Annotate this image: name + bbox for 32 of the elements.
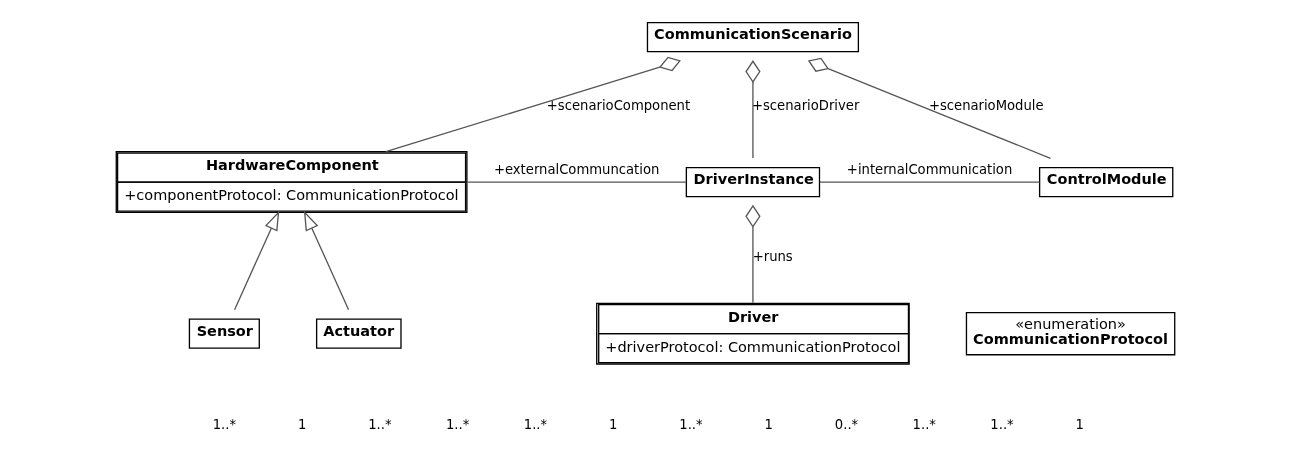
arrow <box>233 210 280 311</box>
edge-label: +scenarioComponent <box>546 97 691 113</box>
label: 1..* <box>990 417 1014 433</box>
label: 1 <box>609 417 618 433</box>
connector <box>745 60 761 159</box>
node-box: Sensor <box>188 318 260 349</box>
label: 1 <box>764 417 773 433</box>
label: 0..* <box>834 417 859 433</box>
edge-label: +internalCommunication <box>846 162 1013 178</box>
edge-label: +scenarioModule <box>928 97 1044 113</box>
node-box: ControlModule <box>1038 166 1174 198</box>
edge-label: +runs <box>752 249 793 265</box>
label: 1..* <box>523 417 548 433</box>
connector <box>745 204 761 304</box>
edge-label: +scenarioDriver <box>751 97 860 113</box>
edge-label: +externalCommuncation <box>493 162 660 178</box>
arrow <box>303 210 350 311</box>
connector <box>385 56 681 153</box>
label: 1 <box>297 417 307 433</box>
label: 1..* <box>368 417 392 433</box>
label: 1..* <box>679 417 703 433</box>
connector <box>466 181 687 183</box>
node-box: «enumeration» CommunicationProtocol <box>965 311 1176 356</box>
label: 1 <box>1075 417 1085 433</box>
node-box: Actuator <box>315 318 402 349</box>
connector <box>819 181 1041 183</box>
node-box: CommunicationScenario <box>646 21 860 53</box>
label: 1..* <box>446 417 470 433</box>
label: 1..* <box>212 417 237 433</box>
label: 1..* <box>912 417 936 433</box>
node-box: DriverInstance <box>685 166 821 198</box>
connector <box>807 57 1052 159</box>
